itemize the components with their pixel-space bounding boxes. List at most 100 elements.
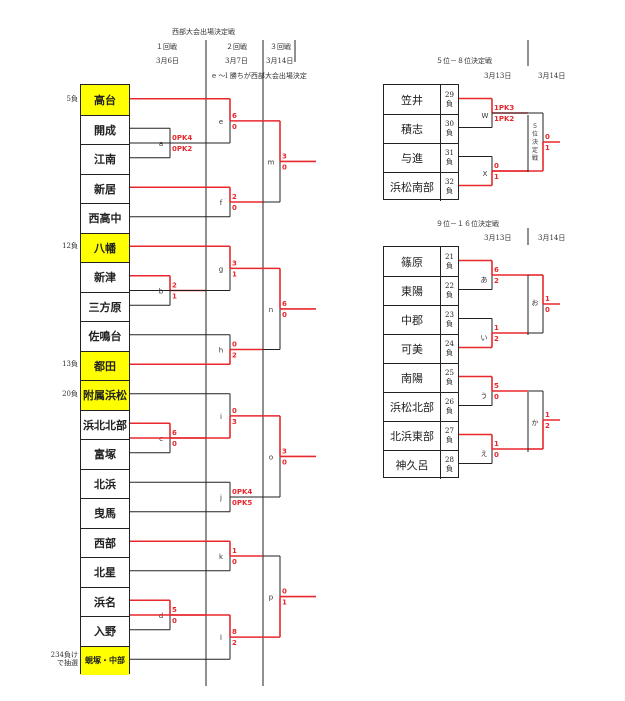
team-name: 浜松南部 <box>390 181 434 194</box>
score-label: 0 <box>545 133 550 141</box>
team-cell: 曳馬 <box>81 498 129 528</box>
place5-date-2: 3月14日 <box>538 72 566 80</box>
row-divider <box>440 422 441 450</box>
score-label: 0 <box>232 341 237 349</box>
match-label: m <box>268 158 275 166</box>
score-label: 2 <box>232 352 237 360</box>
team-cell: 浜名 <box>81 586 129 617</box>
team-cell: 西高中 <box>81 203 129 233</box>
score-label: 0 <box>172 617 177 625</box>
score-label: 1 <box>545 411 550 419</box>
round-1-label: １回戦 <box>156 43 177 51</box>
score-label: 1PK2 <box>494 115 514 123</box>
match-label: j <box>219 494 222 502</box>
score-label: 5 <box>172 606 177 614</box>
match-label: え <box>481 450 488 458</box>
match-label: g <box>219 265 223 273</box>
team-cell: 北星 <box>81 557 129 587</box>
score-label: 2 <box>232 639 237 647</box>
team-name: 北浜東部 <box>390 430 434 443</box>
score-label: 0PK5 <box>232 499 252 507</box>
team-name: 中郡 <box>401 314 423 327</box>
score-label: 2 <box>232 193 237 201</box>
team-cell: 都田 <box>81 350 129 380</box>
match-label: e <box>219 118 223 126</box>
team-name: 積志 <box>401 123 423 136</box>
round-3-label: ３回戦 <box>270 43 291 51</box>
final-label-char: 定 <box>532 146 538 154</box>
match-label: d <box>159 612 163 620</box>
score-label: 0 <box>494 393 499 401</box>
team-cell: 附属浜松 <box>81 380 129 410</box>
team-name: 東陽 <box>401 285 423 298</box>
match-label: n <box>269 306 273 314</box>
match-label: W <box>482 112 489 120</box>
match-label: X <box>483 170 488 178</box>
row-divider <box>440 451 441 479</box>
score-label: 1 <box>494 440 499 448</box>
seed-label: 234負け で抽選 <box>50 651 78 668</box>
seed-label: 20負 <box>62 389 78 398</box>
score-label: 0 <box>232 407 237 415</box>
score-label: 1 <box>545 144 550 152</box>
team-cell: 蜆塚・中部 <box>81 645 129 675</box>
round-1-date: 3月6日 <box>156 57 179 65</box>
match-label: う <box>481 392 488 400</box>
match-label: b <box>159 288 164 296</box>
round-2-label: ２回戦 <box>226 43 247 51</box>
row-divider <box>440 393 441 421</box>
final-label-char: 決 <box>532 138 538 146</box>
team-cell: 新津 <box>81 262 129 292</box>
round-2-date: 3月7日 <box>225 57 248 65</box>
score-label: 0 <box>232 558 237 566</box>
score-label: 1 <box>545 295 550 303</box>
score-label: 0 <box>172 440 177 448</box>
match-label: l <box>220 634 222 642</box>
row-divider <box>440 277 441 305</box>
score-label: 0 <box>232 123 237 131</box>
team-cell: 北浜 <box>81 468 129 499</box>
place5-title: ５位－８位決定戦 <box>436 57 492 65</box>
final-label-char: 戦 <box>532 154 538 162</box>
final-label-char: ５ <box>532 123 538 130</box>
score-label: 0 <box>282 458 287 466</box>
final-label-char: 位 <box>532 130 538 138</box>
place9-date-1: 3月13日 <box>484 234 512 242</box>
score-label: 1 <box>494 173 499 181</box>
team-name: 神久呂 <box>395 459 429 472</box>
score-label: 1 <box>232 547 237 555</box>
team-cell: 三方原 <box>81 291 129 322</box>
team-name: 笠井 <box>401 93 423 107</box>
row-divider <box>440 364 441 392</box>
score-label: 1 <box>232 270 237 278</box>
score-label: 0 <box>494 451 499 459</box>
score-label: 6 <box>172 429 177 437</box>
score-label: 0PK2 <box>172 145 192 153</box>
score-label: 0 <box>494 162 499 170</box>
match-label: h <box>219 347 223 355</box>
team-cell: 八幡 <box>81 232 129 262</box>
score-label: 3 <box>232 418 237 426</box>
team-name: 南陽 <box>401 372 423 385</box>
score-label: 6 <box>494 266 499 274</box>
row-divider <box>440 144 441 172</box>
